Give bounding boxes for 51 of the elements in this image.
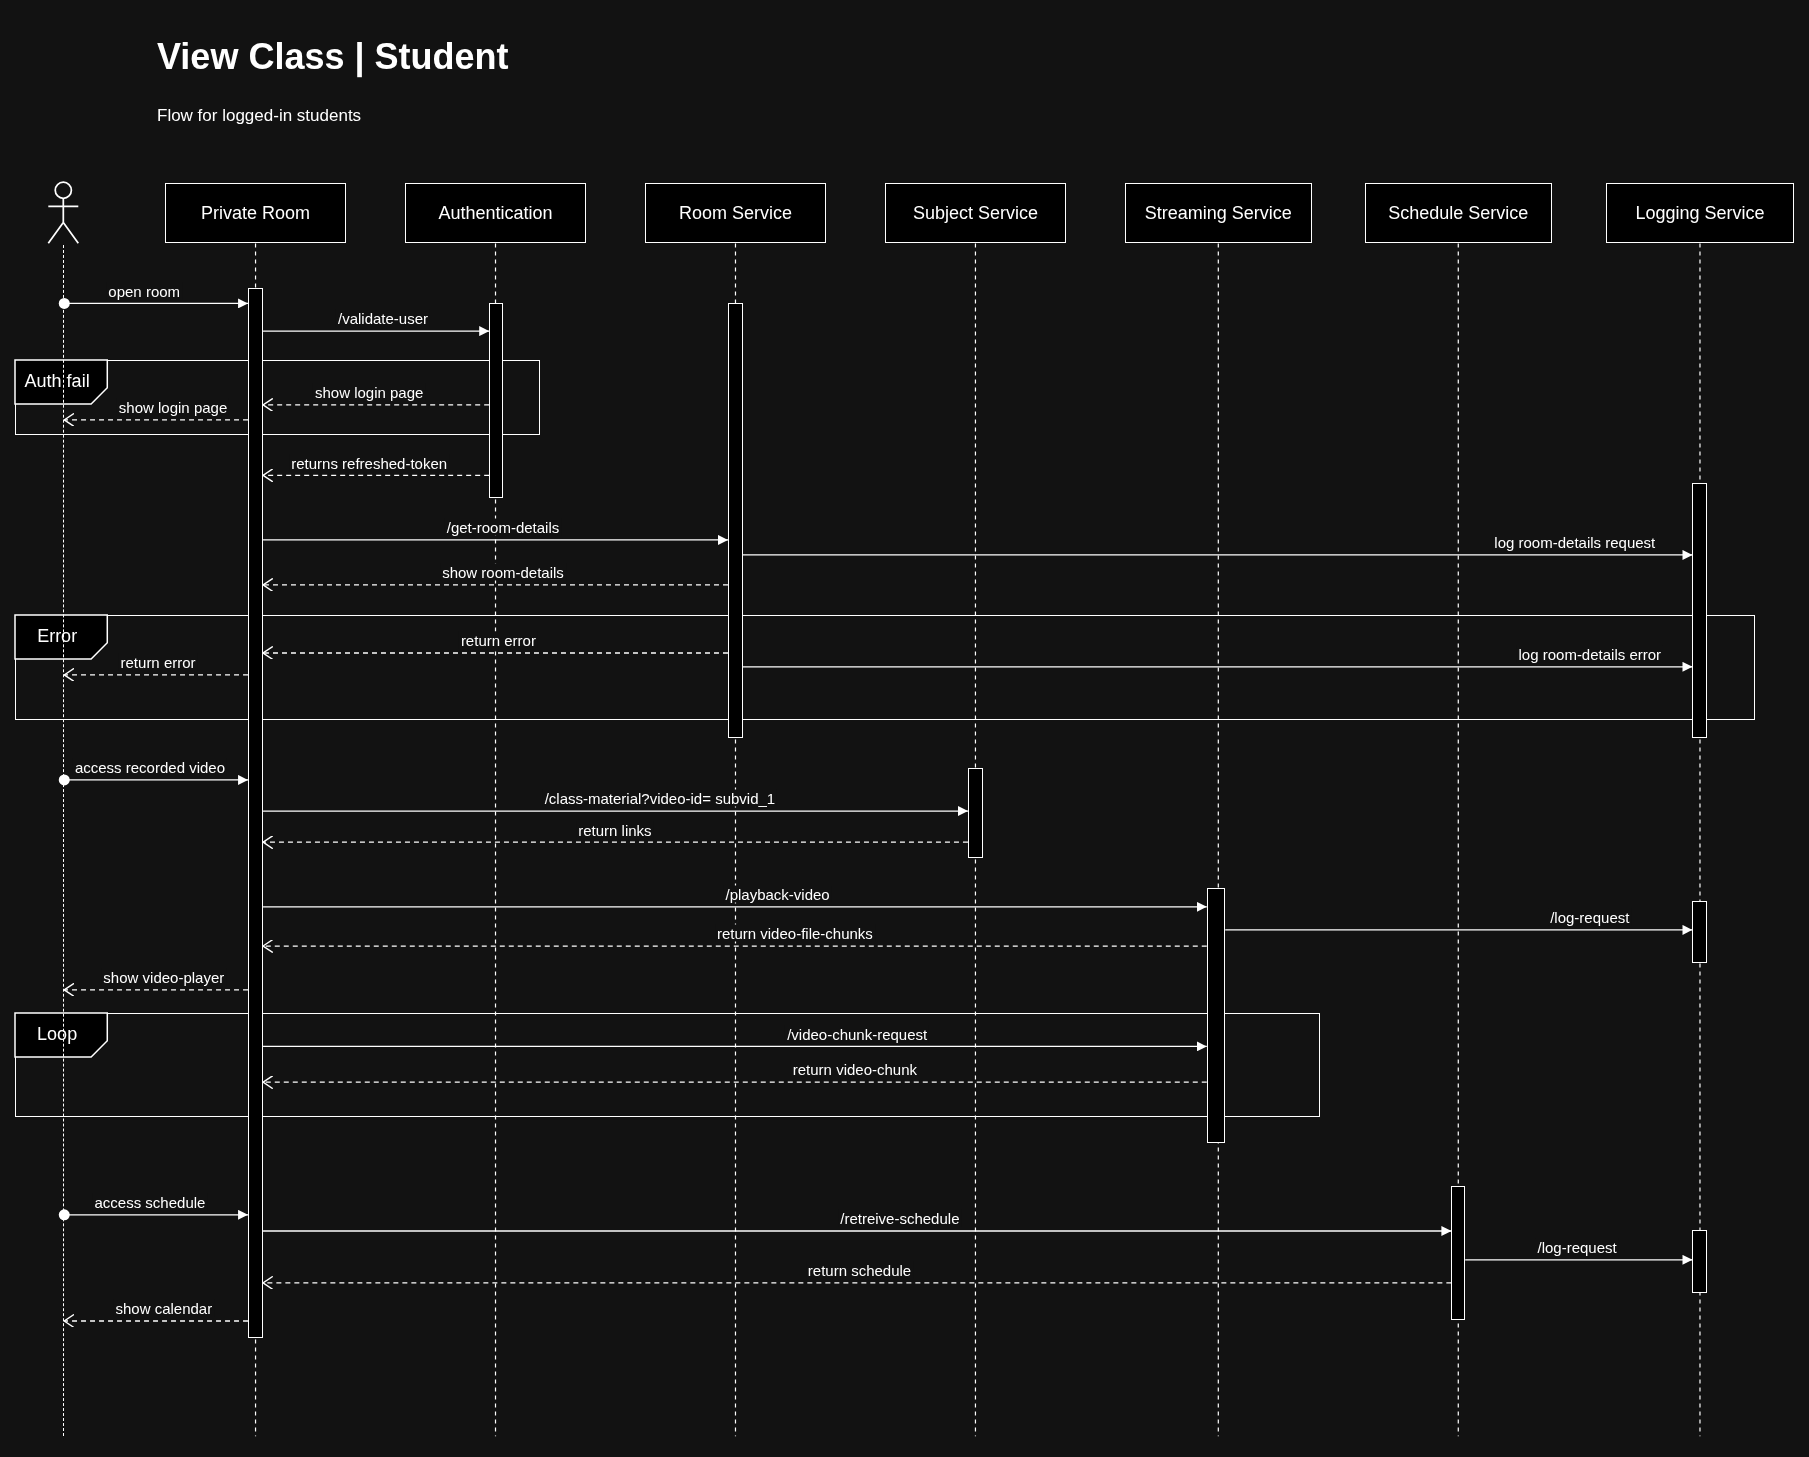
message-arrow	[1464, 1254, 1694, 1265]
message-arrow	[262, 806, 969, 817]
message-arrow	[262, 835, 969, 850]
message-arrow	[262, 1226, 1452, 1236]
edge-label: /class-material?video-id= subvid_1	[542, 789, 778, 807]
message-arrow	[262, 1041, 1208, 1052]
message-arrow	[262, 577, 729, 593]
message-arrow	[1224, 924, 1694, 935]
activation-bar	[1451, 1186, 1466, 1320]
message-arrow	[262, 534, 729, 545]
message-arrow	[262, 397, 490, 413]
lifeline-header: Room Service	[644, 183, 827, 244]
message-arrow	[262, 938, 1208, 954]
lifeline-header: Streaming Service	[1124, 183, 1312, 244]
fragment-label: Loop	[15, 1012, 108, 1057]
message-arrow	[742, 549, 1694, 560]
activation-bar	[967, 768, 983, 859]
activation-bar	[248, 288, 263, 1339]
message-arrow	[63, 982, 249, 998]
message-arrow	[63, 1313, 249, 1329]
message-arrow	[58, 774, 249, 786]
message-arrow	[262, 326, 490, 337]
activation-bar	[1692, 483, 1708, 739]
diagram-title: View Class | Student	[157, 36, 509, 78]
message-arrow	[58, 297, 249, 309]
message-arrow	[262, 901, 1208, 912]
lifeline-header: Logging Service	[1605, 183, 1794, 244]
lifeline-header: Subject Service	[884, 183, 1066, 244]
edge-label: show room-details	[440, 563, 566, 581]
message-arrow	[63, 412, 249, 428]
edge-label: /get-room-details	[444, 518, 562, 536]
fragment-label: Error	[15, 614, 108, 659]
message-arrow	[63, 667, 249, 683]
activation-bar	[1692, 1229, 1708, 1294]
edge-label: /playback-video	[723, 885, 832, 903]
actor-figure	[46, 181, 81, 245]
message-arrow	[262, 1074, 1208, 1090]
message-arrow	[742, 661, 1694, 672]
fragment-label: Auth fail	[15, 359, 108, 404]
message-arrow	[58, 1209, 249, 1221]
lifeline-header: Authentication	[404, 183, 587, 244]
activation-bar	[1206, 888, 1226, 1144]
message-arrow	[262, 468, 490, 483]
activation-bar	[727, 303, 743, 739]
activation-bar	[1692, 901, 1708, 964]
subtitle: Flow for logged-in students	[157, 106, 362, 126]
message-arrow	[262, 1275, 1452, 1291]
message-arrow	[262, 645, 729, 661]
activation-bar	[489, 303, 503, 499]
lifeline-header: Schedule Service	[1364, 183, 1552, 244]
lifeline-header: Private Room	[164, 183, 347, 244]
